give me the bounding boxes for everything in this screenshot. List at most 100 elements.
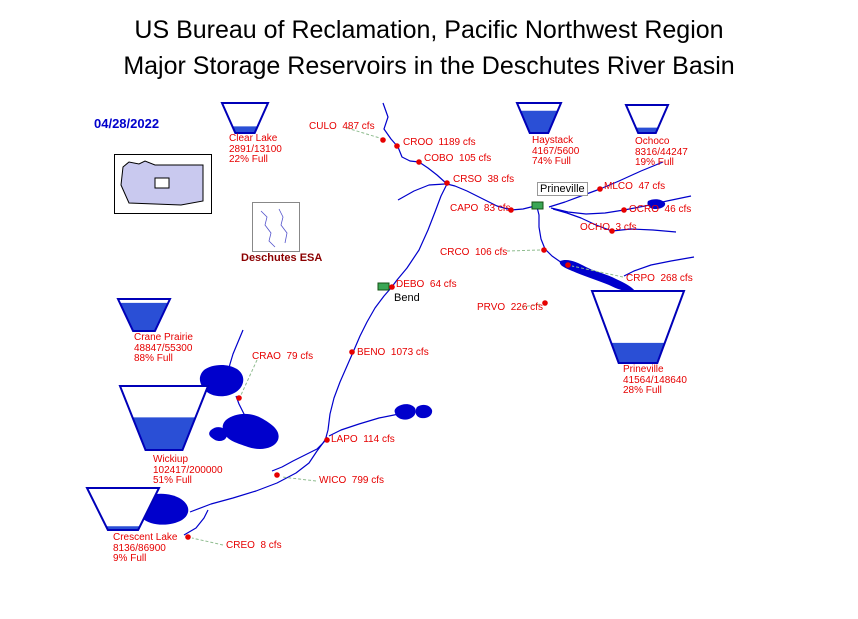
gauge-dot-ocho bbox=[609, 228, 615, 234]
leader-line-crao bbox=[240, 359, 258, 396]
lake-wickiup bbox=[222, 413, 279, 449]
teacup-bowl bbox=[87, 488, 159, 530]
river-deschutes-upper bbox=[382, 102, 448, 185]
reservoir-percent: 19% Full bbox=[635, 157, 674, 168]
basin-location-marker bbox=[154, 177, 170, 189]
esa-label: Deschutes ESA bbox=[241, 252, 323, 264]
teacup-outline bbox=[85, 487, 161, 531]
reservoir-percent: 88% Full bbox=[134, 353, 173, 364]
gauge-dot-capo bbox=[508, 207, 514, 213]
dam-marker-prineville bbox=[531, 201, 544, 210]
teacup-water-level bbox=[635, 127, 659, 133]
reservoir-name: Prineville bbox=[623, 364, 664, 375]
teacup-crane-prairie[interactable] bbox=[116, 298, 172, 332]
teacup-wickiup[interactable] bbox=[118, 385, 210, 451]
dam-marker-bend bbox=[377, 282, 390, 291]
gauge-label-wico[interactable]: WICO 799 cfs bbox=[319, 475, 385, 486]
teacup-haystack[interactable] bbox=[515, 102, 563, 134]
date-label: 04/28/2022 bbox=[94, 116, 160, 131]
gauge-label-prvo[interactable]: PRVO 226 cfs bbox=[477, 302, 543, 313]
gauge-dot-mlco bbox=[597, 186, 603, 192]
gauge-label-mlco[interactable]: MLCO 47 cfs bbox=[604, 181, 666, 192]
teacup-outline bbox=[515, 102, 563, 134]
teacup-outline bbox=[590, 290, 686, 364]
gauge-label-crso[interactable]: CRSO 38 cfs bbox=[453, 174, 515, 185]
gauge-label-ocho[interactable]: OCHO 3 cfs bbox=[580, 222, 637, 233]
leader-line-culo bbox=[346, 127, 384, 140]
city-label-bend: Bend bbox=[394, 292, 420, 304]
lake-wickiup-arm bbox=[209, 427, 228, 442]
esa-inset-stream-1 bbox=[260, 210, 276, 248]
river-paulina-creek bbox=[328, 413, 400, 437]
teacup-outline bbox=[624, 104, 670, 134]
gauge-label-crpo[interactable]: CRPO 268 cfs bbox=[626, 273, 693, 284]
gauge-label-beno[interactable]: BENO 1073 cfs bbox=[357, 347, 429, 358]
river-little-deschutes bbox=[189, 436, 328, 513]
gauge-dot-crso bbox=[444, 180, 450, 186]
reservoir-storage: 41564/148640 bbox=[623, 374, 687, 386]
reservoir-name: Crescent Lake bbox=[113, 532, 178, 543]
gauge-dot-creo bbox=[185, 534, 191, 540]
teacup-water-level bbox=[520, 110, 558, 133]
lake-east-lake bbox=[415, 404, 433, 419]
gauge-dot-crco bbox=[541, 247, 547, 253]
river-crooked-upper bbox=[623, 256, 695, 277]
teacup-water-level bbox=[232, 126, 258, 133]
gauge-label-capo[interactable]: CAPO 83 cfs bbox=[450, 203, 511, 214]
gauge-dot-crao bbox=[236, 395, 242, 401]
gauge-dot-crpo bbox=[565, 262, 571, 268]
teacup-prineville[interactable] bbox=[590, 290, 686, 364]
gauge-label-crao[interactable]: CRAO 79 cfs bbox=[252, 351, 314, 362]
reservoir-storage: 2891/13100 bbox=[229, 143, 282, 155]
teacup-ochoco[interactable] bbox=[624, 104, 670, 134]
teacup-crescent-lake[interactable] bbox=[85, 487, 161, 531]
page-title-line1: US Bureau of Reclamation, Pacific Northw… bbox=[134, 16, 724, 44]
oregon-inset-map bbox=[114, 154, 212, 214]
gauge-label-lapo[interactable]: LAPO 114 cfs bbox=[331, 434, 395, 445]
gauge-label-croo[interactable]: CROO 1189 cfs bbox=[403, 137, 476, 148]
reservoir-storage: 8136/86900 bbox=[113, 542, 166, 554]
reservoir-storage: 48847/55300 bbox=[134, 342, 193, 354]
leader-line-creo bbox=[191, 537, 224, 546]
teacup-water-level bbox=[119, 302, 169, 331]
reservoir-percent: 74% Full bbox=[532, 156, 571, 167]
reservoir-percent: 9% Full bbox=[113, 553, 147, 564]
gauge-dot-prvo bbox=[542, 300, 548, 306]
teacup-outline bbox=[118, 385, 210, 451]
leader-line-crpo bbox=[571, 265, 624, 278]
river-crane-inflow bbox=[227, 329, 244, 373]
gauge-dot-beno bbox=[349, 349, 355, 355]
gauge-label-ocro[interactable]: OCRO 46 cfs bbox=[629, 204, 692, 215]
gauge-dot-croo bbox=[394, 143, 400, 149]
lake-paulina-lake bbox=[394, 404, 416, 420]
city-label-prineville: Prineville bbox=[537, 182, 588, 196]
esa-inset-stream-2 bbox=[278, 208, 288, 244]
page-title-line2: Major Storage Reservoirs in the Deschute… bbox=[123, 52, 735, 80]
gauge-label-creo[interactable]: CREO 8 cfs bbox=[226, 540, 282, 551]
reservoir-storage: 8316/44247 bbox=[635, 146, 688, 158]
gauge-label-debo[interactable]: DEBO 64 cfs bbox=[396, 279, 457, 290]
gauge-label-culo[interactable]: CULO 487 cfs bbox=[309, 121, 375, 132]
gauge-label-cobo[interactable]: COBO 105 cfs bbox=[424, 153, 492, 164]
lake-prineville-reservoir bbox=[559, 259, 635, 292]
gauge-dot-lapo bbox=[324, 437, 330, 443]
reservoir-percent: 28% Full bbox=[623, 385, 662, 396]
teacup-clear-lake[interactable] bbox=[220, 102, 270, 134]
gauge-label-crco[interactable]: CRCO 106 cfs bbox=[440, 247, 508, 258]
leader-line-prvo bbox=[521, 303, 542, 308]
teacup-outline bbox=[116, 298, 172, 332]
reservoir-name: Wickiup bbox=[153, 454, 189, 465]
teacup-water-level bbox=[132, 417, 196, 450]
reservoir-name: Ochoco bbox=[635, 136, 670, 147]
teacup-water-level bbox=[611, 342, 665, 363]
reservoir-name: Haystack bbox=[532, 135, 574, 146]
